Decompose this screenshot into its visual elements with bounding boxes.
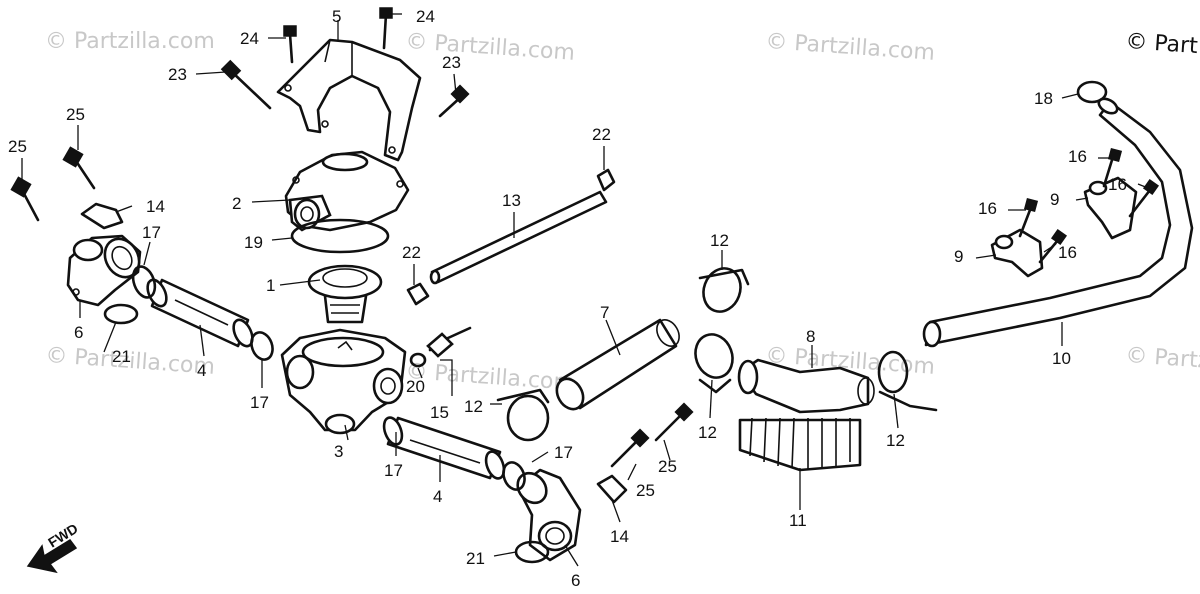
- bracket-part-9-upper: [1083, 176, 1138, 240]
- callout-22: 22: [402, 243, 421, 262]
- callout-25: 25: [66, 105, 85, 124]
- callout-11: 11: [789, 511, 807, 530]
- callout-16: 16: [1058, 243, 1077, 262]
- watermark: © Partz: [1125, 343, 1200, 374]
- callout-25: 25: [8, 137, 27, 156]
- bolt-part-25: [10, 146, 694, 468]
- hose-clamp-part-12: [496, 267, 938, 442]
- cover-part-11: [738, 417, 862, 472]
- callout-12: 12: [710, 231, 729, 250]
- clip-part-22: [406, 168, 616, 306]
- watermark: © Partzilla.com: [405, 359, 576, 396]
- callout-9: 9: [1050, 190, 1059, 209]
- callout-19: 19: [244, 233, 263, 252]
- o-ring-part-17: [250, 331, 274, 361]
- o-ring-part-17: [502, 461, 526, 491]
- hose-part-4-upper: [146, 278, 254, 348]
- bracket-part-9-lower: [990, 228, 1044, 278]
- callout-1: 1: [266, 276, 275, 295]
- o-ring-part-21: [103, 303, 139, 325]
- callout-7: 7: [600, 303, 609, 322]
- callout-23: 23: [442, 53, 461, 72]
- hose-part-8: [737, 358, 875, 414]
- callout-4: 4: [197, 361, 206, 380]
- callout-3: 3: [334, 442, 343, 461]
- callout-13: 13: [502, 191, 521, 210]
- callout-23: 23: [168, 65, 187, 84]
- callout-6: 6: [571, 571, 580, 590]
- callout-24: 24: [240, 29, 259, 48]
- callout-25: 25: [658, 457, 677, 476]
- bolt-part-16: [1018, 147, 1160, 264]
- watermark: © Partzilla.com: [765, 343, 936, 380]
- callout-6: 6: [74, 323, 83, 342]
- thermostat-cover-part-2: [284, 150, 410, 232]
- callout-15: 15: [430, 403, 449, 422]
- callout-12: 12: [886, 431, 905, 450]
- callout-22: 22: [592, 125, 611, 144]
- temp-sender-part-20: [409, 326, 472, 368]
- o-ring-part-19: [290, 218, 390, 254]
- callout-18: 18: [1034, 89, 1053, 108]
- forward-arrow: FWD: [26, 520, 81, 574]
- callout-24: 24: [416, 7, 435, 26]
- o-ring-part-18: [1076, 80, 1108, 104]
- pipe-part-10: [922, 97, 1194, 348]
- watermark: © Partzilla.com: [765, 29, 936, 66]
- callout-8: 8: [806, 327, 815, 346]
- elbow-part-6-left: [66, 234, 142, 307]
- callout-12: 12: [698, 423, 717, 442]
- callout-16: 16: [1108, 175, 1127, 194]
- hose-part-7: [555, 318, 680, 411]
- callout-16: 16: [978, 199, 997, 218]
- callouts: 1 2 3 4 4 5 6 6 7 8 9 9 10 11 12 12 12 1…: [8, 7, 1127, 590]
- bolt-part-23: [220, 59, 470, 118]
- watermark: © Part: [1125, 29, 1199, 59]
- thermostat-part-1: [307, 264, 383, 324]
- callout-17: 17: [384, 461, 403, 480]
- callout-14: 14: [146, 197, 165, 216]
- callout-21: 21: [466, 549, 485, 568]
- hose-part-4-lower: [382, 416, 506, 480]
- callout-10: 10: [1052, 349, 1071, 368]
- callout-5: 5: [332, 7, 341, 26]
- callout-25: 25: [636, 481, 655, 500]
- callout-16: 16: [1068, 147, 1087, 166]
- watermark: © Partzilla.com: [45, 29, 215, 54]
- callout-9: 9: [954, 247, 963, 266]
- callout-4: 4: [433, 487, 442, 506]
- callout-17: 17: [142, 223, 161, 242]
- leader-lines: [21, 13, 1149, 567]
- callout-14: 14: [610, 527, 629, 546]
- callout-2: 2: [232, 194, 241, 213]
- callout-21: 21: [112, 347, 131, 366]
- watermark: © Partzilla.com: [405, 29, 576, 66]
- pipe-part-13: [429, 190, 608, 285]
- thermostat-housing-part-3: [280, 328, 407, 435]
- bracket-part-5: [276, 38, 422, 162]
- callout-17: 17: [554, 443, 573, 462]
- clip-part-14: [80, 202, 628, 504]
- bolt-part-24: [283, 7, 393, 64]
- callout-12: 12: [464, 397, 483, 416]
- callout-20: 20: [406, 377, 425, 396]
- o-ring-part-17: [131, 265, 157, 299]
- callout-17: 17: [250, 393, 269, 412]
